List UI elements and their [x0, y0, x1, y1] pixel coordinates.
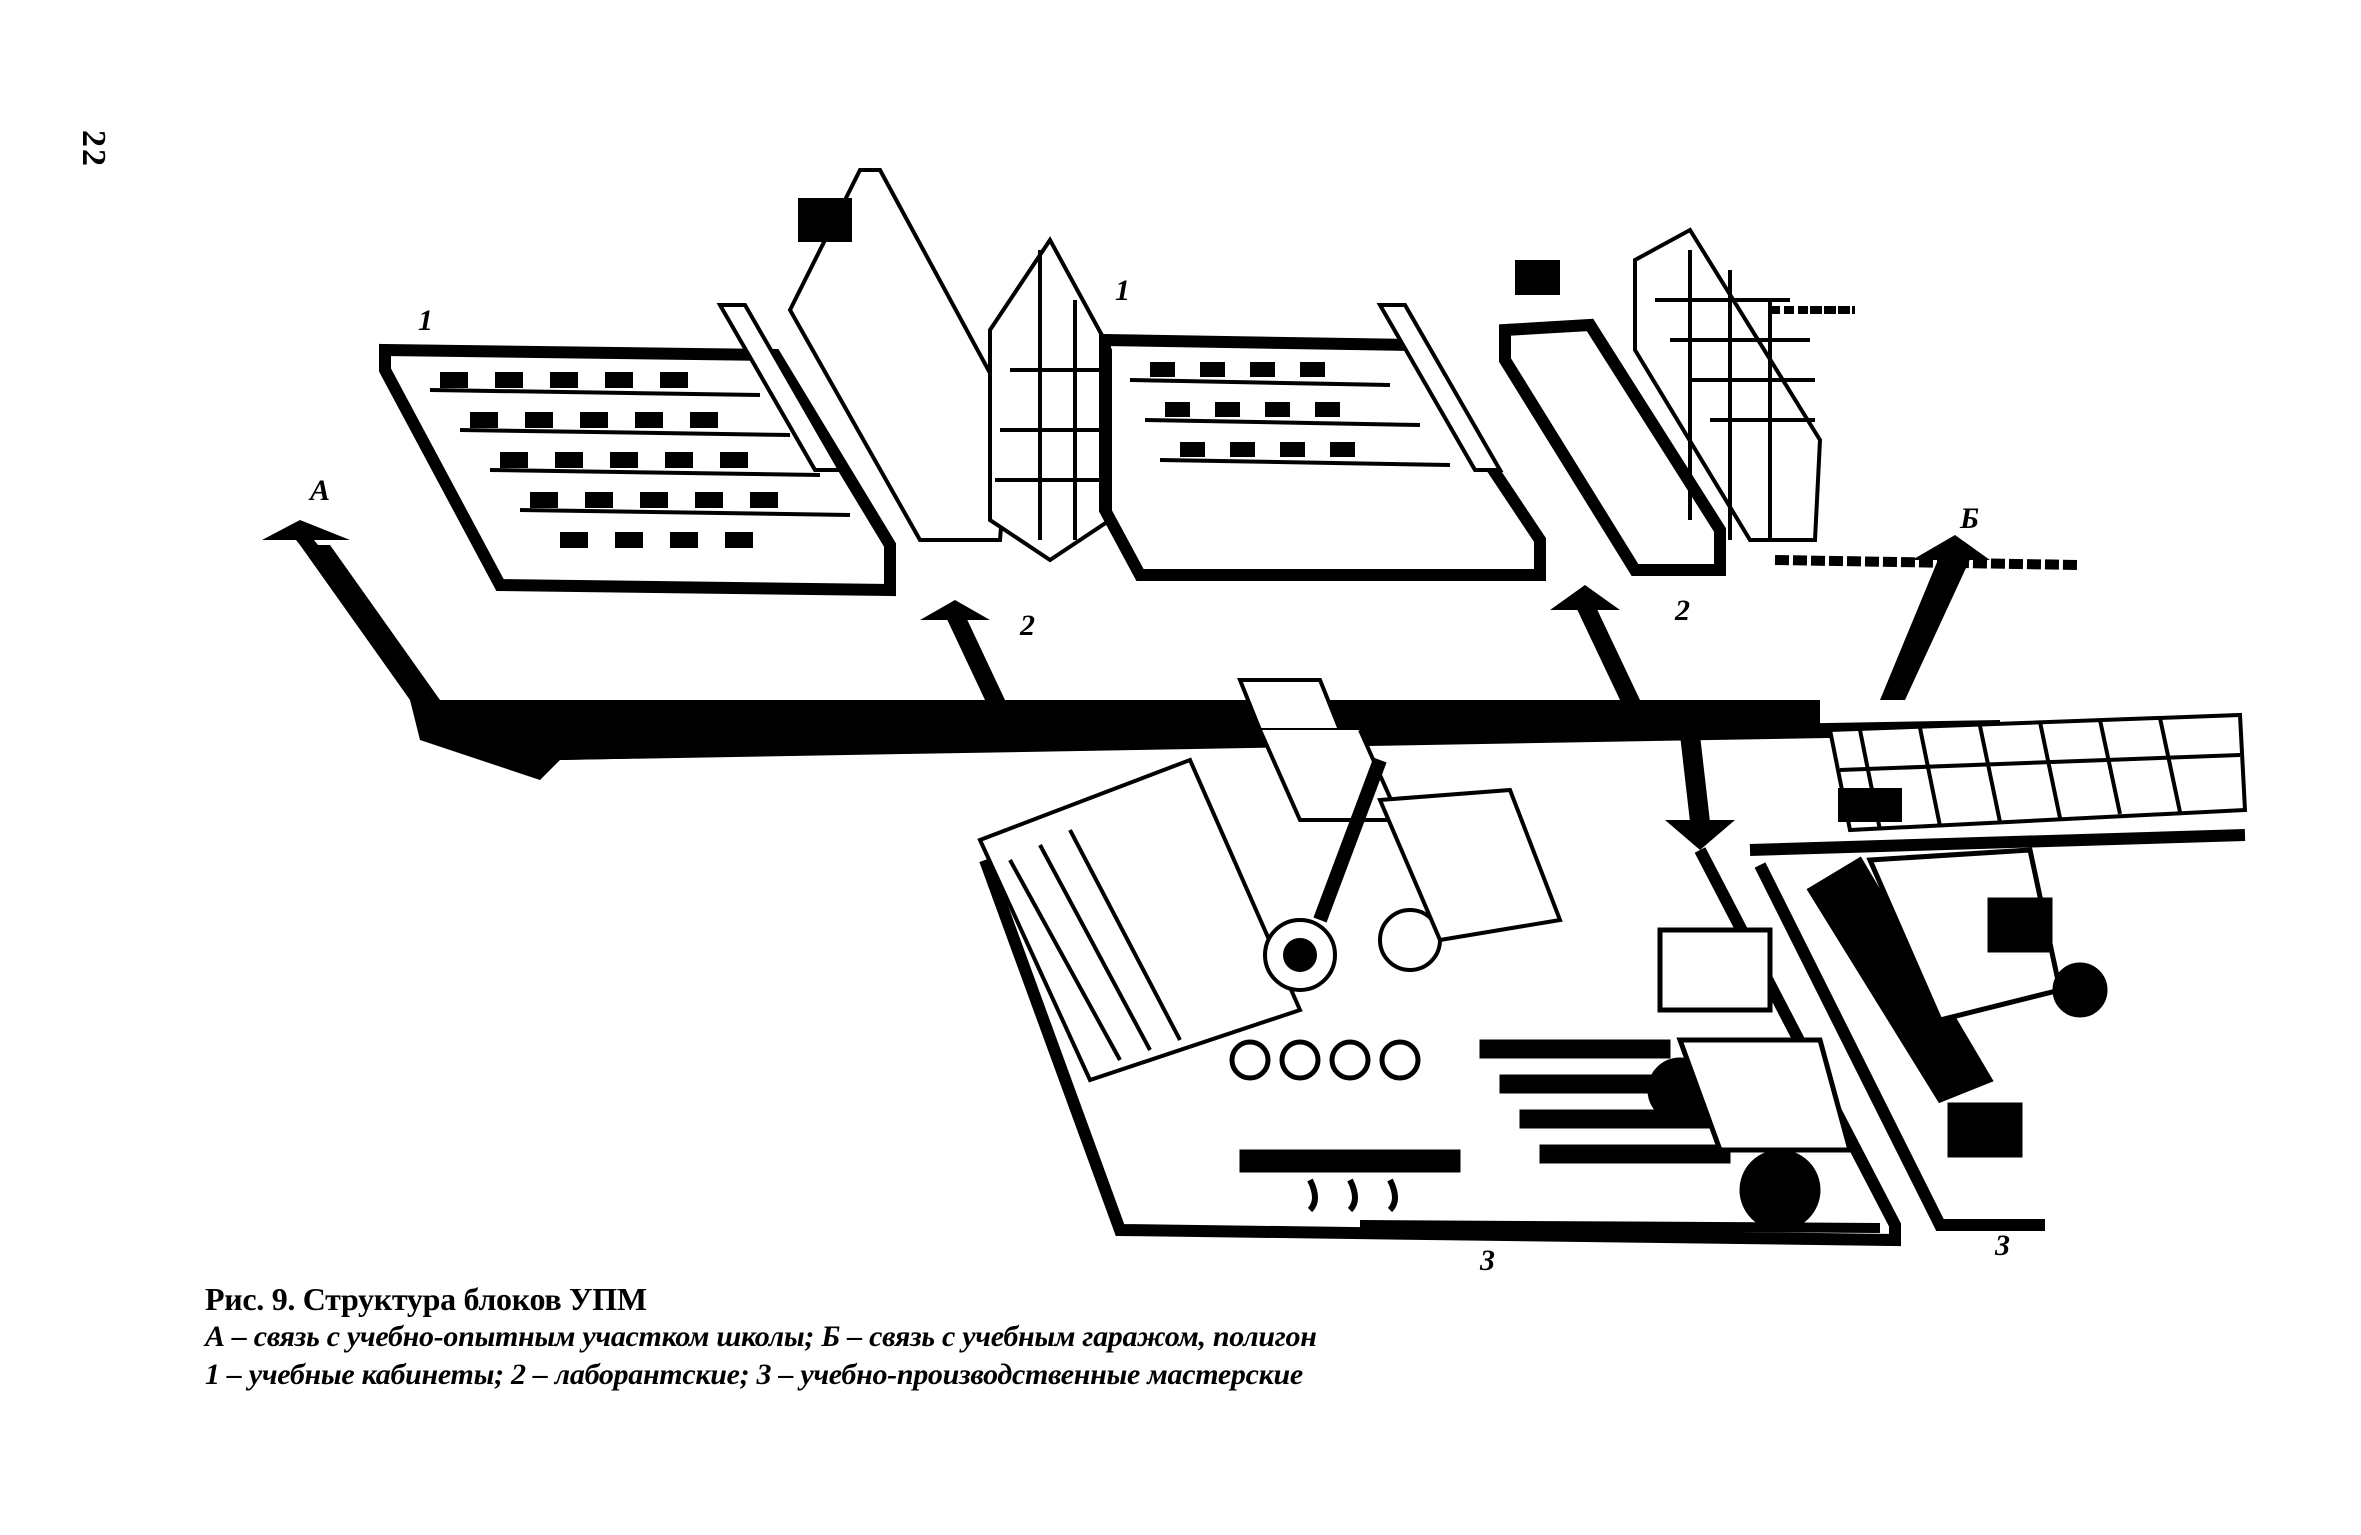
label-a: А	[308, 474, 330, 507]
stacked-blocks-right	[1827, 712, 2248, 833]
figure-caption: Рис. 9. Структура блоков УПМ А – связь с…	[205, 1280, 2005, 1394]
branch-arrows	[920, 585, 1735, 850]
crawler-tractor	[1806, 847, 2108, 1158]
arrow-b	[1880, 535, 1990, 700]
label-block3-right: 3	[1994, 1229, 2010, 1262]
tractor-small	[1647, 927, 1854, 1231]
caption-legend-line-1: А – связь с учебно-опытным участком школ…	[205, 1320, 1317, 1353]
caption-title: Рис. 9. Структура блоков УПМ	[205, 1281, 647, 1317]
main-corridor	[300, 545, 2000, 780]
label-block2-left: 2	[1019, 609, 1035, 642]
block-1-left-classrooms	[379, 303, 896, 597]
storage-shelving-right	[1633, 227, 2081, 570]
storage-shelving-center	[787, 168, 1112, 563]
label-b: Б	[1959, 502, 1979, 535]
arrow-a	[262, 520, 350, 560]
workshop-equipment-left	[1229, 1039, 1731, 1213]
label-block2-right: 2	[1674, 594, 1690, 627]
combine-harvester	[977, 678, 1563, 1083]
block-3-right-workshop	[1749, 829, 2246, 1231]
block-2-right-lab	[1499, 260, 1726, 576]
block-1-right-classrooms	[1099, 303, 1546, 581]
label-block1-left: 1	[418, 304, 433, 337]
caption-legend-line-2: 1 – учебные кабинеты; 2 – лаборантские; …	[205, 1358, 1303, 1391]
label-block1-right: 1	[1115, 274, 1130, 307]
label-block3-left: 3	[1479, 1244, 1495, 1277]
